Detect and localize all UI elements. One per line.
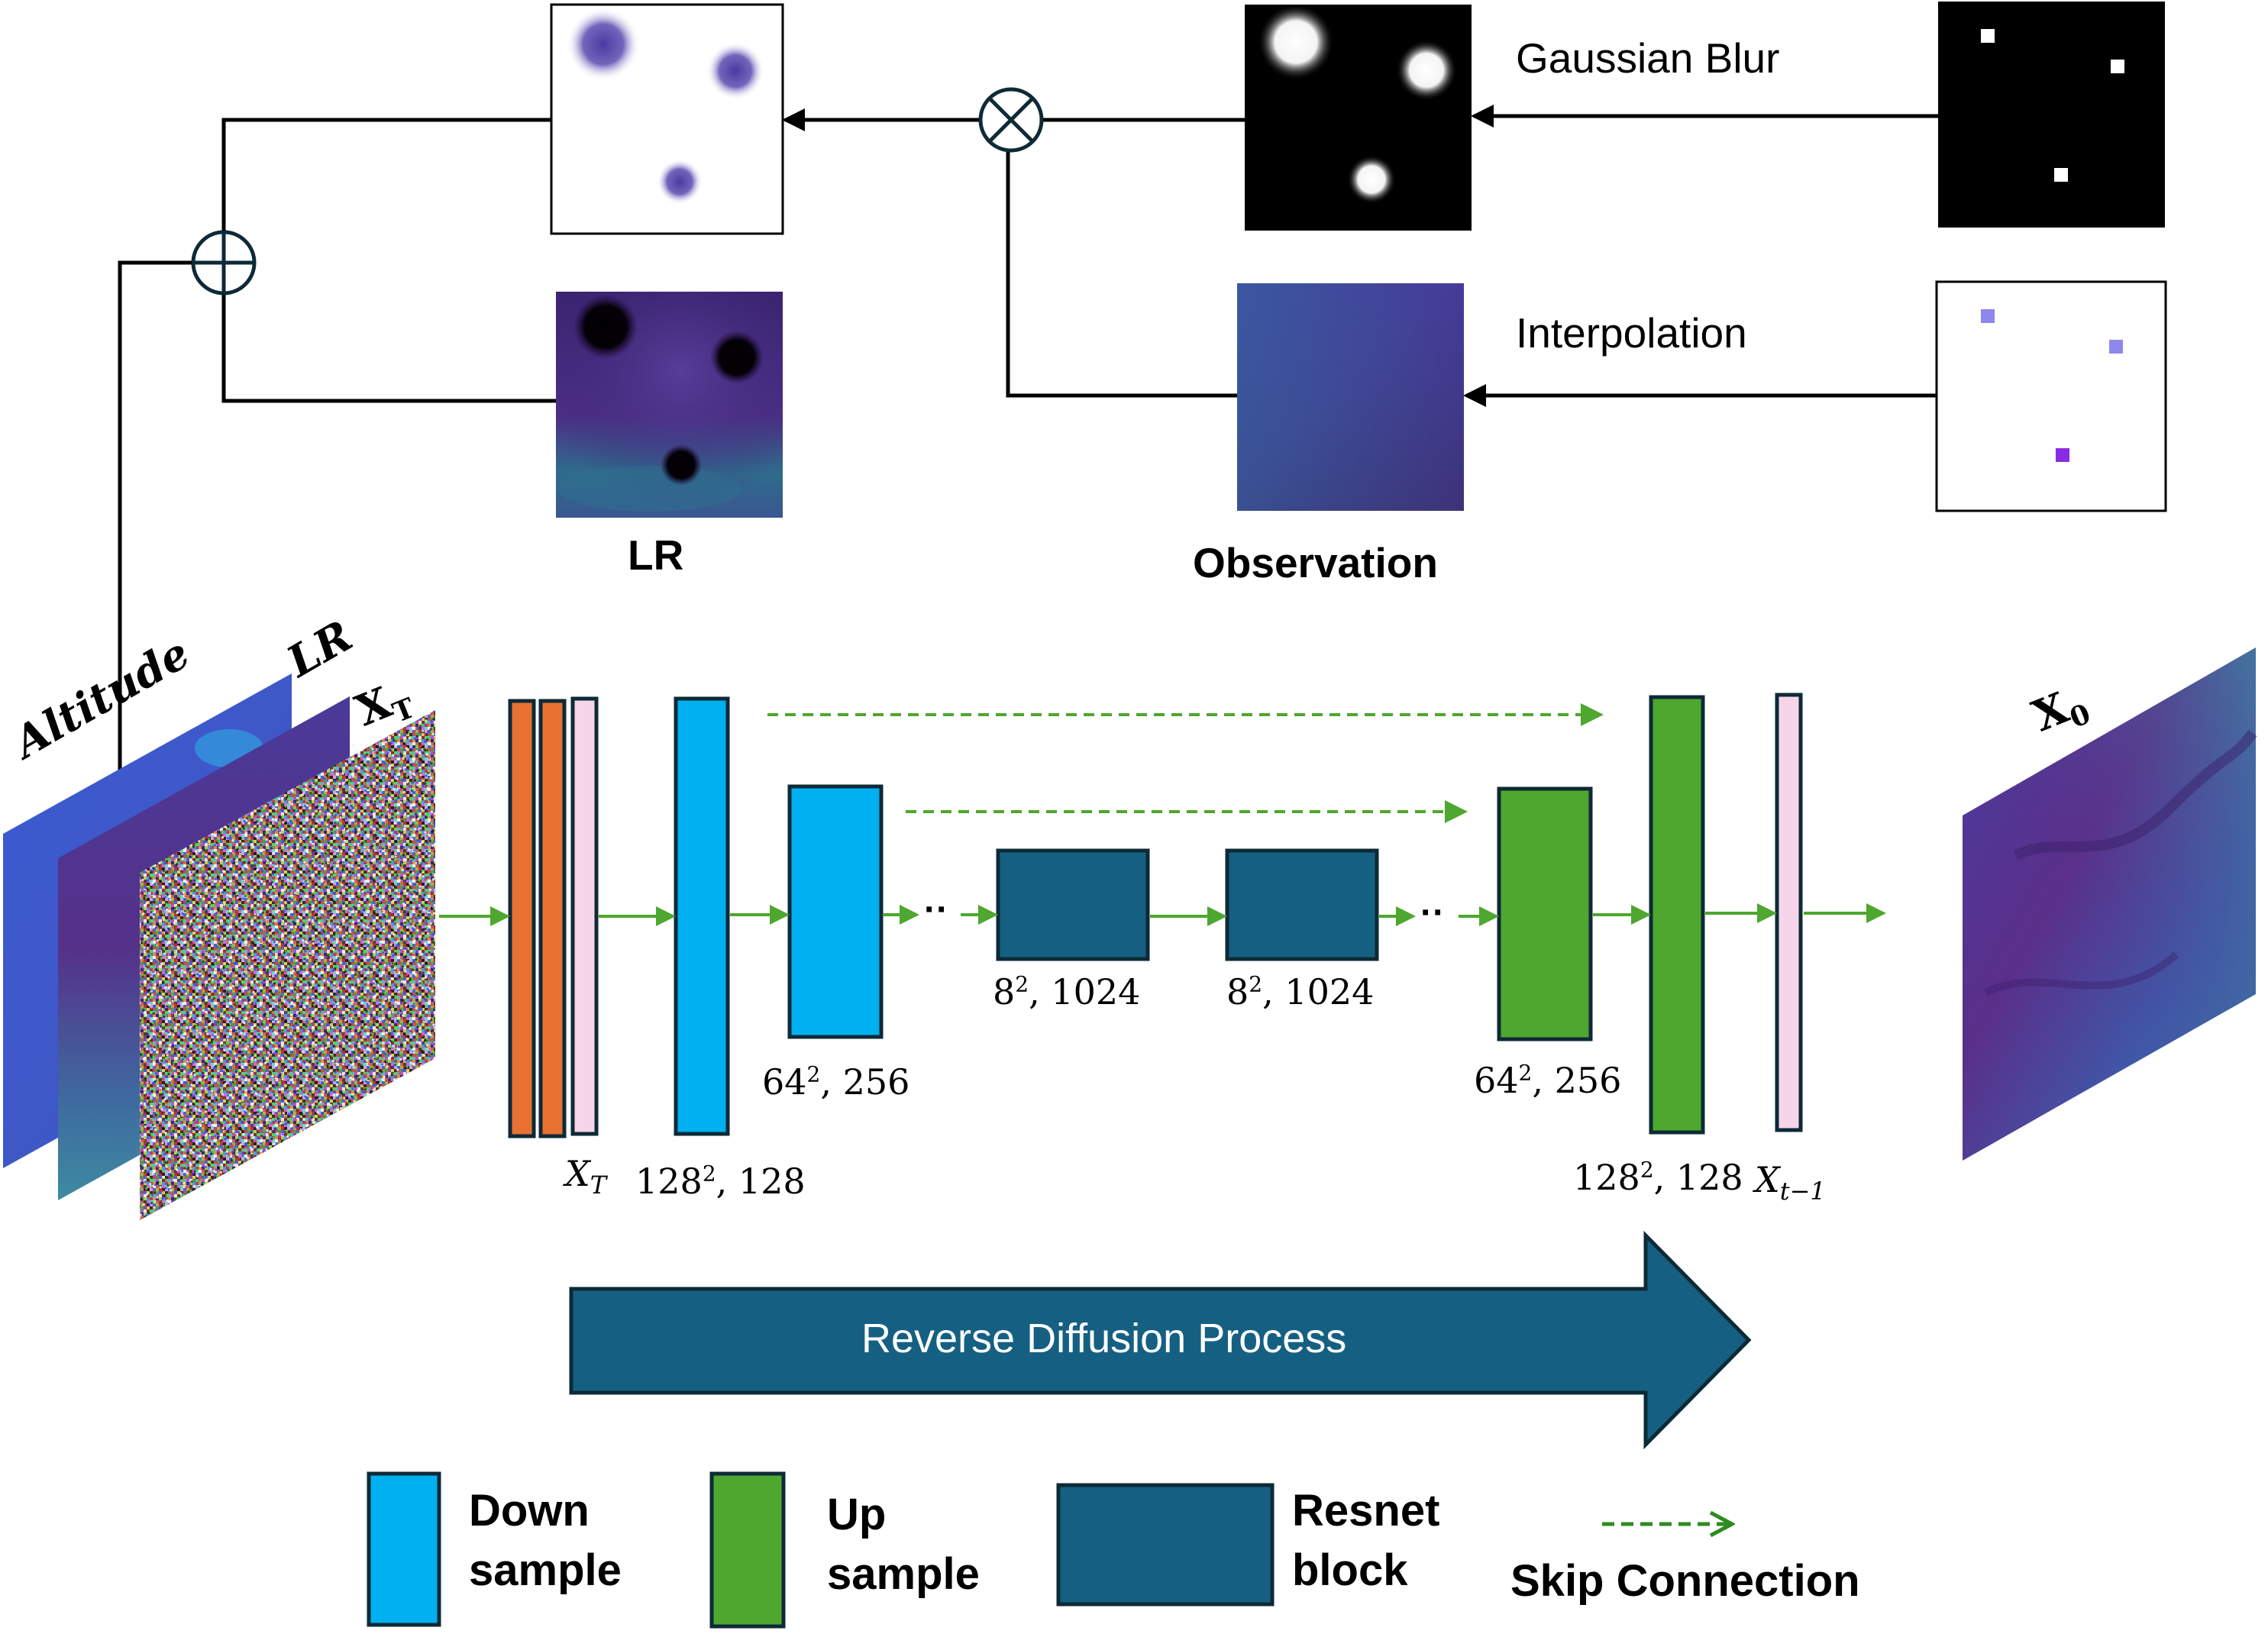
dim-base: 64 <box>1474 1060 1519 1101</box>
legend-down-line2: sample <box>469 1545 622 1595</box>
add-operator-icon <box>191 230 257 295</box>
blurred-weight-map-image <box>550 3 784 235</box>
lr-caption: LR <box>628 531 684 579</box>
dim-exp: 2 <box>806 1061 821 1087</box>
conv-block-1 <box>508 699 536 1138</box>
legend-up-line1: Up <box>827 1490 887 1539</box>
dim-base: 8 <box>1226 971 1249 1012</box>
dim-base: 128 <box>635 1161 703 1202</box>
point-mask-image <box>1938 2 2165 228</box>
multiply-operator-icon <box>978 87 1044 153</box>
dim-label-8-b: 82, 1024 <box>1226 971 1374 1012</box>
sparse-observation-image <box>1935 280 2167 512</box>
downsample-block-64 <box>787 784 884 1039</box>
gaussian-blur-label: Gaussian Blur <box>1516 34 1780 82</box>
network <box>439 693 1886 1138</box>
dim-exp: 2 <box>1640 1157 1654 1183</box>
xt-minus-1-label: Xt−1 <box>1755 1159 1826 1206</box>
dim-label-128-down: 1282, 128 <box>635 1161 806 1202</box>
legend-resnet-line2: block <box>1292 1545 1408 1595</box>
dim-label-128-up: 1282, 128 <box>1573 1157 1743 1198</box>
noise-layer-overlay <box>140 710 435 1220</box>
legend-resnet-label: Resnet block <box>1292 1481 1439 1600</box>
dim-base: 8 <box>993 971 1016 1012</box>
observation-caption: Observation <box>1193 539 1438 586</box>
conv-block-2 <box>538 699 567 1138</box>
gaussian-mask-image <box>1245 4 1472 231</box>
reverse-diffusion-label: Reverse Diffusion Process <box>861 1316 1347 1361</box>
skip-connections <box>767 703 1604 823</box>
legend-upsample-swatch <box>709 1471 786 1629</box>
legend-resnet-line1: Resnet <box>1292 1486 1440 1536</box>
dim-rest: , 128 <box>1653 1157 1743 1198</box>
downsample-block-128 <box>674 696 730 1136</box>
dim-exp: 2 <box>1518 1060 1533 1086</box>
lr-image <box>556 292 783 518</box>
dim-rest: , 256 <box>820 1061 910 1103</box>
dim-rest: , 128 <box>716 1161 806 1202</box>
xt-block-label: XT <box>565 1153 606 1200</box>
top-pipeline <box>108 2 2167 837</box>
dim-label-8-a: 82, 1024 <box>993 971 1140 1012</box>
dim-base: 64 <box>762 1061 807 1103</box>
output-x0 <box>1963 647 2257 1161</box>
legend-up-line2: sample <box>827 1549 980 1599</box>
legend-downsample-label: Down sample <box>469 1481 622 1600</box>
input-stack <box>3 673 435 1220</box>
dim-exp: 2 <box>1015 971 1029 997</box>
input-tensor-block <box>570 696 599 1136</box>
resnet-block-1 <box>996 848 1150 961</box>
xtm1-sub: t−1 <box>1779 1177 1826 1206</box>
top-connectors <box>108 105 1938 837</box>
interpolation-label: Interpolation <box>1516 309 1747 357</box>
ellipsis-up: ·· <box>1420 893 1445 933</box>
legend-down-line1: Down <box>469 1486 590 1536</box>
legend-skip-label: Skip Connection <box>1510 1556 1860 1606</box>
legend-downsample-swatch <box>367 1471 441 1627</box>
dim-rest: , 1024 <box>1262 971 1375 1012</box>
xt-block-main: X <box>565 1153 590 1194</box>
dim-base: 128 <box>1573 1157 1640 1198</box>
dim-label-64-up: 642, 256 <box>1474 1060 1621 1101</box>
forward-arrows <box>439 903 1886 926</box>
reverse-diffusion-arrow <box>569 1230 1752 1450</box>
xt-block-sub: T <box>590 1171 607 1200</box>
upsample-block-128 <box>1649 695 1705 1135</box>
output-tensor-block <box>1775 693 1803 1132</box>
dim-rest: , 1024 <box>1029 971 1141 1012</box>
legend <box>367 1471 1732 1629</box>
dim-label-64-down: 642, 256 <box>762 1061 909 1103</box>
resnet-block-2 <box>1225 848 1379 961</box>
ellipsis-down: ·· <box>924 890 948 930</box>
legend-upsample-label: Up sample <box>827 1485 980 1604</box>
observation-image <box>1237 283 1464 511</box>
xtm1-main: X <box>1755 1159 1780 1200</box>
dim-exp: 2 <box>702 1161 716 1187</box>
dim-rest: , 256 <box>1532 1060 1622 1101</box>
dim-exp: 2 <box>1249 971 1263 997</box>
legend-resnet-swatch <box>1056 1483 1275 1607</box>
x0-layer-overlay <box>1963 647 2256 1161</box>
upsample-block-64 <box>1497 786 1593 1041</box>
